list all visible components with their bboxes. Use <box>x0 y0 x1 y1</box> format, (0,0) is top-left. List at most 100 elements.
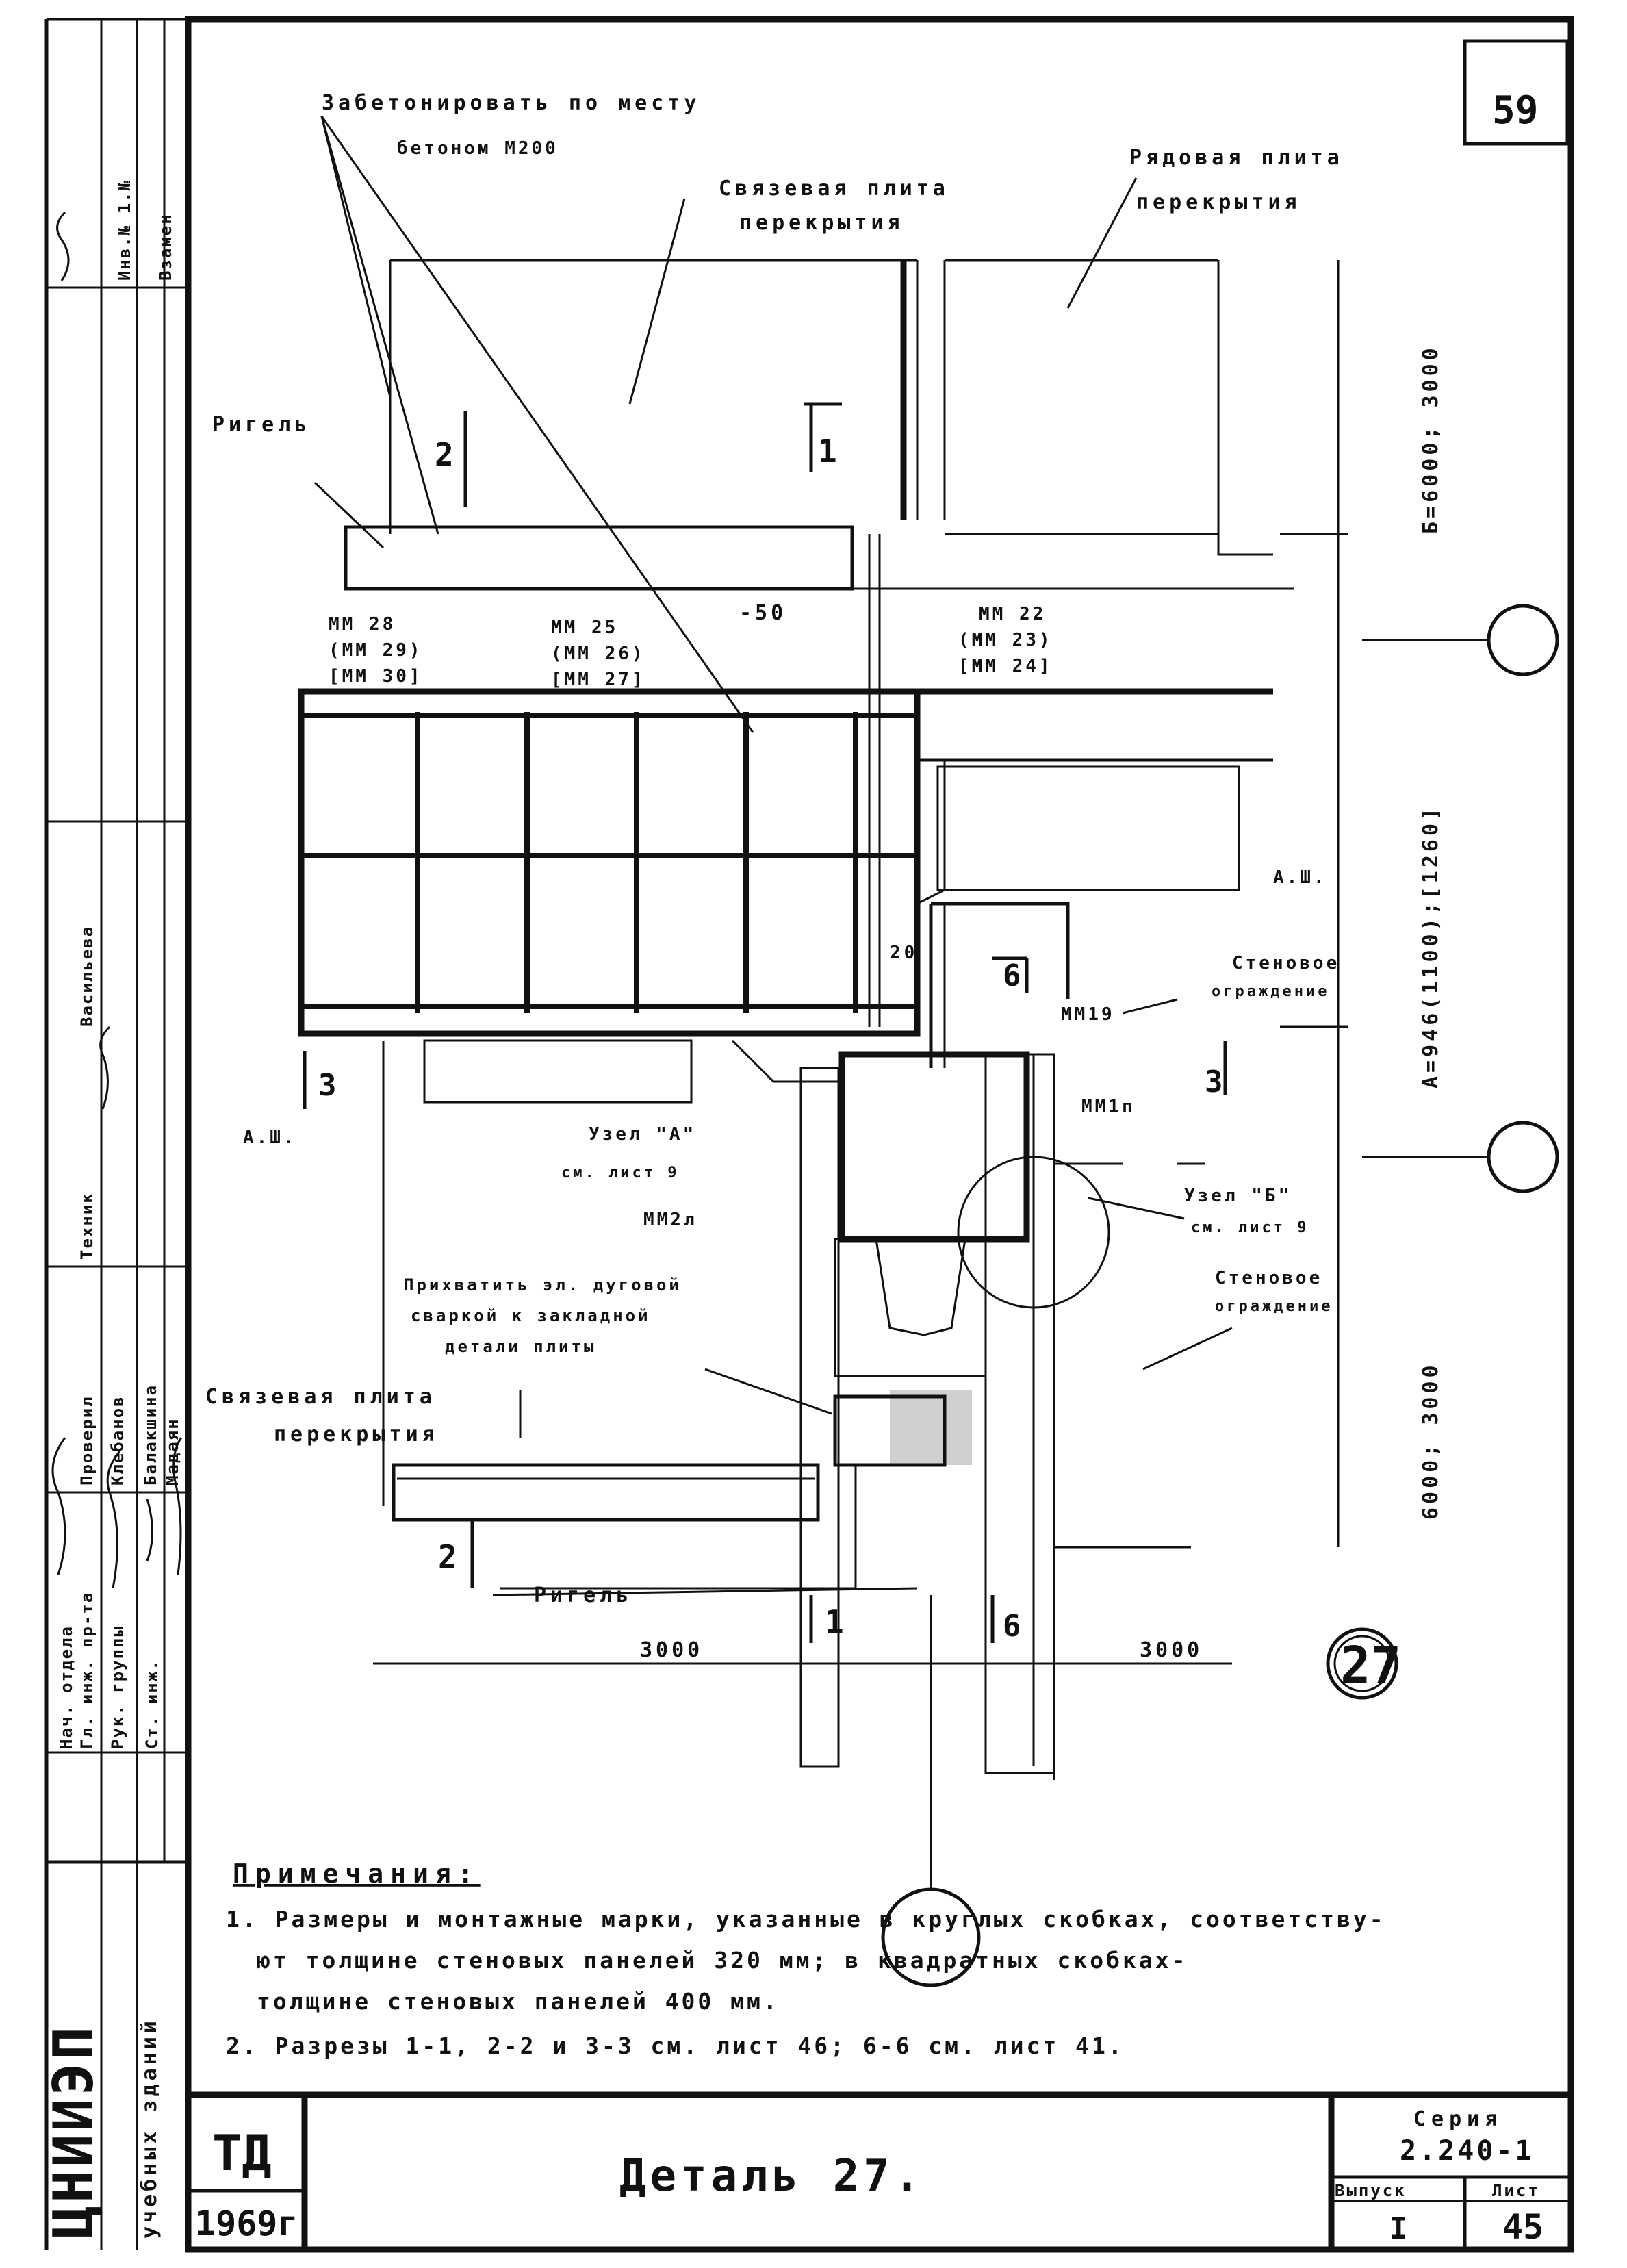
dim-3000-left: 3000 <box>640 1638 703 1662</box>
signature-2 <box>106 1451 121 1589</box>
label-concrete-fill-2: бетоном М200 <box>397 138 559 159</box>
concrete-strip-top <box>344 525 854 591</box>
dim-minus-50: -50 <box>739 601 786 625</box>
label-mm27: [ММ 27] <box>551 670 645 690</box>
notes-line-1: 1. Размеры и монтажные марки, указанные … <box>226 1906 1386 1933</box>
section-1-top: 1 <box>818 433 837 470</box>
node-block <box>838 1051 1030 1243</box>
sheet-mark-box <box>1463 39 1570 146</box>
label-node-a-2: см. лист 9 <box>561 1164 679 1182</box>
section-6-bottom: 6 <box>1003 1609 1021 1644</box>
role-1: Гл. инж. пр-та <box>77 1592 97 1749</box>
label-node-a-1: Узел "А" <box>589 1124 696 1145</box>
label-node-b-2: см. лист 9 <box>1191 1219 1309 1236</box>
checker-header: Проверил <box>77 1395 97 1486</box>
label-rigel-top: Ригель <box>212 413 311 437</box>
notes: Примечания: 1. Размеры и монтажные марки… <box>226 1859 1386 2059</box>
label-wall-fence-1a: Стеновое <box>1232 953 1340 973</box>
axis-circle-3 <box>881 1887 981 1987</box>
label-row-slab-1: Рядовая плита <box>1129 146 1344 170</box>
label-wall-fence-1b: ограждение <box>1212 983 1329 1000</box>
label-weld-3: детали плиты <box>445 1337 596 1356</box>
side-stamp: Нач. отдела Гл. инж. пр-та Рук. группы С… <box>42 19 188 2250</box>
label-ash-left: А.Ш. <box>243 1127 297 1148</box>
notes-line-3: толщине стеновых панелей 400 мм. <box>257 1988 780 2015</box>
label-mm26: (ММ 26) <box>551 644 645 664</box>
dim-b: Б=6000; 3000 <box>1419 344 1443 534</box>
title-block: ТД 1969г Деталь 27. Серия 2.240-1 Выпуск… <box>188 2091 1571 2250</box>
link-slab-bottom <box>392 1463 820 1522</box>
label-mm22: ММ 22 <box>979 604 1046 624</box>
sheet-mark: 59 <box>1492 88 1538 133</box>
detail-number: 27 <box>1340 1636 1401 1695</box>
dim-a: А=946(1100);[1260] <box>1419 804 1443 1088</box>
notes-line-2: ют толщине стеновых панелей 320 мм; в кв… <box>257 1947 1188 1974</box>
label-wall-fence-2b: ограждение <box>1215 1298 1333 1315</box>
signature-3 <box>146 1499 153 1562</box>
notes-heading: Примечания: <box>233 1859 481 1889</box>
tb-title: Деталь 27. <box>619 2151 924 2202</box>
tb-code: ТД <box>212 2124 272 2182</box>
label-wall-fence-2a: Стеновое <box>1215 1268 1322 1288</box>
signature-1 <box>51 1437 66 1575</box>
role-0: Нач. отдела <box>57 1625 76 1749</box>
org-name: ЦНИИЭП <box>42 2024 105 2239</box>
dim-20: 20 <box>890 943 918 963</box>
tech-name: Васильева <box>77 926 97 1027</box>
label-mm29: (ММ 29) <box>329 640 423 661</box>
name-0: Клебанов <box>108 1395 127 1486</box>
label-link-slab-bottom-2: перекрытия <box>274 1423 439 1447</box>
label-mm2l: ММ2л <box>643 1210 697 1230</box>
dim-side-low: 6000; 3000 <box>1419 1362 1443 1520</box>
label-mm28: ММ 28 <box>329 614 396 635</box>
label-mm24: [ММ 24] <box>958 656 1053 676</box>
signature-5 <box>99 1025 111 1110</box>
section-6-top: 6 <box>1003 958 1021 993</box>
org-sub: учебных зданий <box>138 2017 162 2239</box>
label-weld-2: сваркой к закладной <box>411 1306 651 1325</box>
checker-tech: Техник <box>77 1192 97 1260</box>
label-link-slab-top-1: Связевая плита <box>719 177 949 201</box>
section-2-top: 2 <box>435 436 454 473</box>
section-3-right: 3 <box>1205 1065 1223 1099</box>
axis-circle-2 <box>1487 1121 1559 1193</box>
section-2-bottom: 2 <box>438 1538 457 1575</box>
label-link-slab-bottom-1: Связевая плита <box>205 1385 436 1409</box>
tb-issue-value: I <box>1389 2211 1408 2246</box>
label-mm19: ММ19 <box>1061 1004 1115 1025</box>
section-3-left: 3 <box>318 1068 337 1103</box>
inv-no: Инв.№ 1.№ <box>115 179 134 281</box>
signature-4 <box>172 1437 183 1575</box>
name-2: Мадаян <box>163 1418 182 1486</box>
notes-line-4: 2. Разрезы 1-1, 2-2 и 3-3 см. лист 46; 6… <box>226 2033 1125 2059</box>
signature-6 <box>56 211 70 281</box>
tb-sheet-value: 45 <box>1502 2207 1543 2247</box>
tb-issue-label: Выпуск <box>1335 2181 1407 2200</box>
label-mm23: (ММ 23) <box>958 630 1053 650</box>
label-ash-right: А.Ш. <box>1273 867 1327 888</box>
section-1-bottom: 1 <box>825 1603 844 1640</box>
label-node-b-1: Узел "Б" <box>1184 1186 1292 1206</box>
vzamen: Взамен <box>156 213 175 281</box>
tb-sheet-label: Лист <box>1492 2181 1540 2200</box>
name-1: Балакшина <box>141 1384 160 1486</box>
label-weld-1: Прихватить эл. дуговой <box>404 1275 682 1295</box>
label-rigel-bottom: Ригель <box>534 1583 632 1607</box>
role-3: Ст. инж. <box>142 1659 162 1749</box>
tb-series-value: 2.240-1 <box>1400 2135 1535 2167</box>
tb-series-label: Серия <box>1413 2107 1502 2131</box>
label-mm30: [ММ 30] <box>329 666 423 687</box>
label-mm25: ММ 25 <box>551 617 618 638</box>
label-mm1p: ММ1п <box>1081 1097 1136 1117</box>
tb-year: 1969г <box>195 2204 298 2243</box>
label-link-slab-top-2: перекрытия <box>739 211 904 235</box>
role-2: Рук. группы <box>108 1625 127 1749</box>
axis-circle-1 <box>1487 604 1559 676</box>
drawing: 27 Забетонировать по месту бетоном М2 <box>205 91 1559 1987</box>
label-row-slab-2: перекрытия <box>1136 190 1301 214</box>
label-concrete-fill-1: Забетонировать по месту <box>322 91 700 115</box>
sheet-frame: 59 <box>47 16 1574 2253</box>
detail-circle <box>1326 1627 1398 1700</box>
main-beam <box>298 688 921 1037</box>
